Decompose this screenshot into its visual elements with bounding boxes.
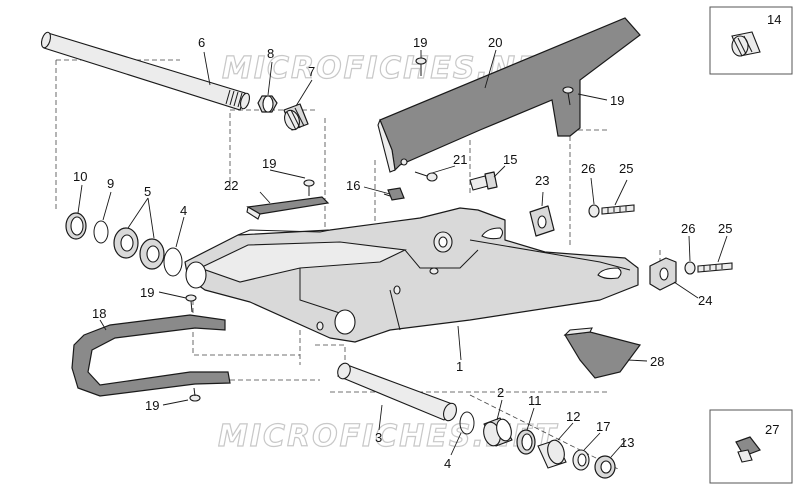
leader-lines	[77, 49, 728, 458]
part-24-block	[649, 257, 677, 291]
callout-1: 1	[456, 359, 463, 374]
part-15-bolt	[469, 171, 498, 191]
part-23-block	[529, 205, 555, 237]
part-25-bolt-right	[697, 262, 733, 273]
part-4-oring-right	[459, 411, 475, 435]
part-25-bolt-top	[601, 204, 635, 215]
part-2-bearing	[483, 417, 513, 447]
callout-11: 11	[528, 393, 542, 408]
callout-16: 16	[346, 178, 360, 193]
callout-4-left: 4	[180, 203, 187, 218]
callout-26-right: 26	[681, 221, 695, 236]
callout-2: 2	[497, 385, 504, 400]
callout-5: 5	[144, 184, 151, 199]
callout-23: 23	[535, 173, 549, 188]
part-7-bushing	[283, 103, 309, 131]
part-21-screw	[414, 171, 438, 182]
callout-6: 6	[198, 35, 205, 50]
part-19-screw-e	[189, 387, 201, 402]
part-18-chain-slider	[71, 314, 231, 397]
callout-27: 27	[765, 422, 779, 437]
part-19-screw-d	[185, 294, 197, 313]
part-10-ring	[65, 212, 87, 240]
callout-19-guard: 19	[610, 93, 624, 108]
part-19-screw-c	[562, 86, 574, 106]
part-11-ring	[516, 429, 536, 455]
callout-19-slider-top: 19	[140, 285, 154, 300]
callout-19-pad: 19	[262, 156, 276, 171]
callout-24: 24	[698, 293, 712, 308]
part-9-circlip	[93, 220, 109, 244]
part-20-chain-guard	[377, 17, 641, 173]
callout-18: 18	[92, 306, 106, 321]
callout-10: 10	[73, 169, 87, 184]
callout-14: 14	[767, 12, 781, 27]
part-1-swingarm	[184, 207, 639, 343]
callout-12: 12	[566, 409, 580, 424]
callout-26-top: 26	[581, 161, 595, 176]
callout-25-right: 25	[718, 221, 732, 236]
part-13-nut	[594, 455, 616, 479]
callout-25-top: 25	[619, 161, 633, 176]
callout-13: 13	[620, 435, 634, 450]
part-16-clip	[383, 187, 405, 201]
part-26-nut-top	[588, 204, 600, 218]
callout-15: 15	[503, 152, 517, 167]
callout-8: 8	[267, 46, 274, 61]
callout-20: 20	[488, 35, 502, 50]
callout-19-top: 19	[413, 35, 427, 50]
callout-7: 7	[308, 64, 315, 79]
callout-9: 9	[107, 176, 114, 191]
callout-22: 22	[224, 178, 238, 193]
inset-14	[709, 6, 793, 75]
callout-21: 21	[453, 152, 467, 167]
callout-3: 3	[375, 430, 382, 445]
part-8-nut	[257, 95, 278, 113]
part-12-bushing	[537, 439, 567, 469]
part-19-screw-a	[303, 179, 315, 196]
part-22-pad	[246, 196, 330, 220]
part-5-bearings	[113, 227, 165, 270]
callout-19-slider-bottom: 19	[145, 398, 159, 413]
callout-4-right: 4	[444, 456, 451, 471]
inset-27	[709, 409, 793, 484]
part-6-axle	[40, 31, 251, 111]
callout-28: 28	[650, 354, 664, 369]
part-17-washer	[572, 449, 590, 471]
part-3-spacer-tube	[336, 362, 457, 422]
callout-17: 17	[596, 419, 610, 434]
part-4-oring-left	[163, 247, 183, 277]
part-26-nut-right	[684, 261, 696, 275]
callouts: 6 8 7 19 20 14 19 19 21 15 26 25 22 16 2…	[73, 12, 781, 471]
part-28-guard	[563, 327, 642, 379]
